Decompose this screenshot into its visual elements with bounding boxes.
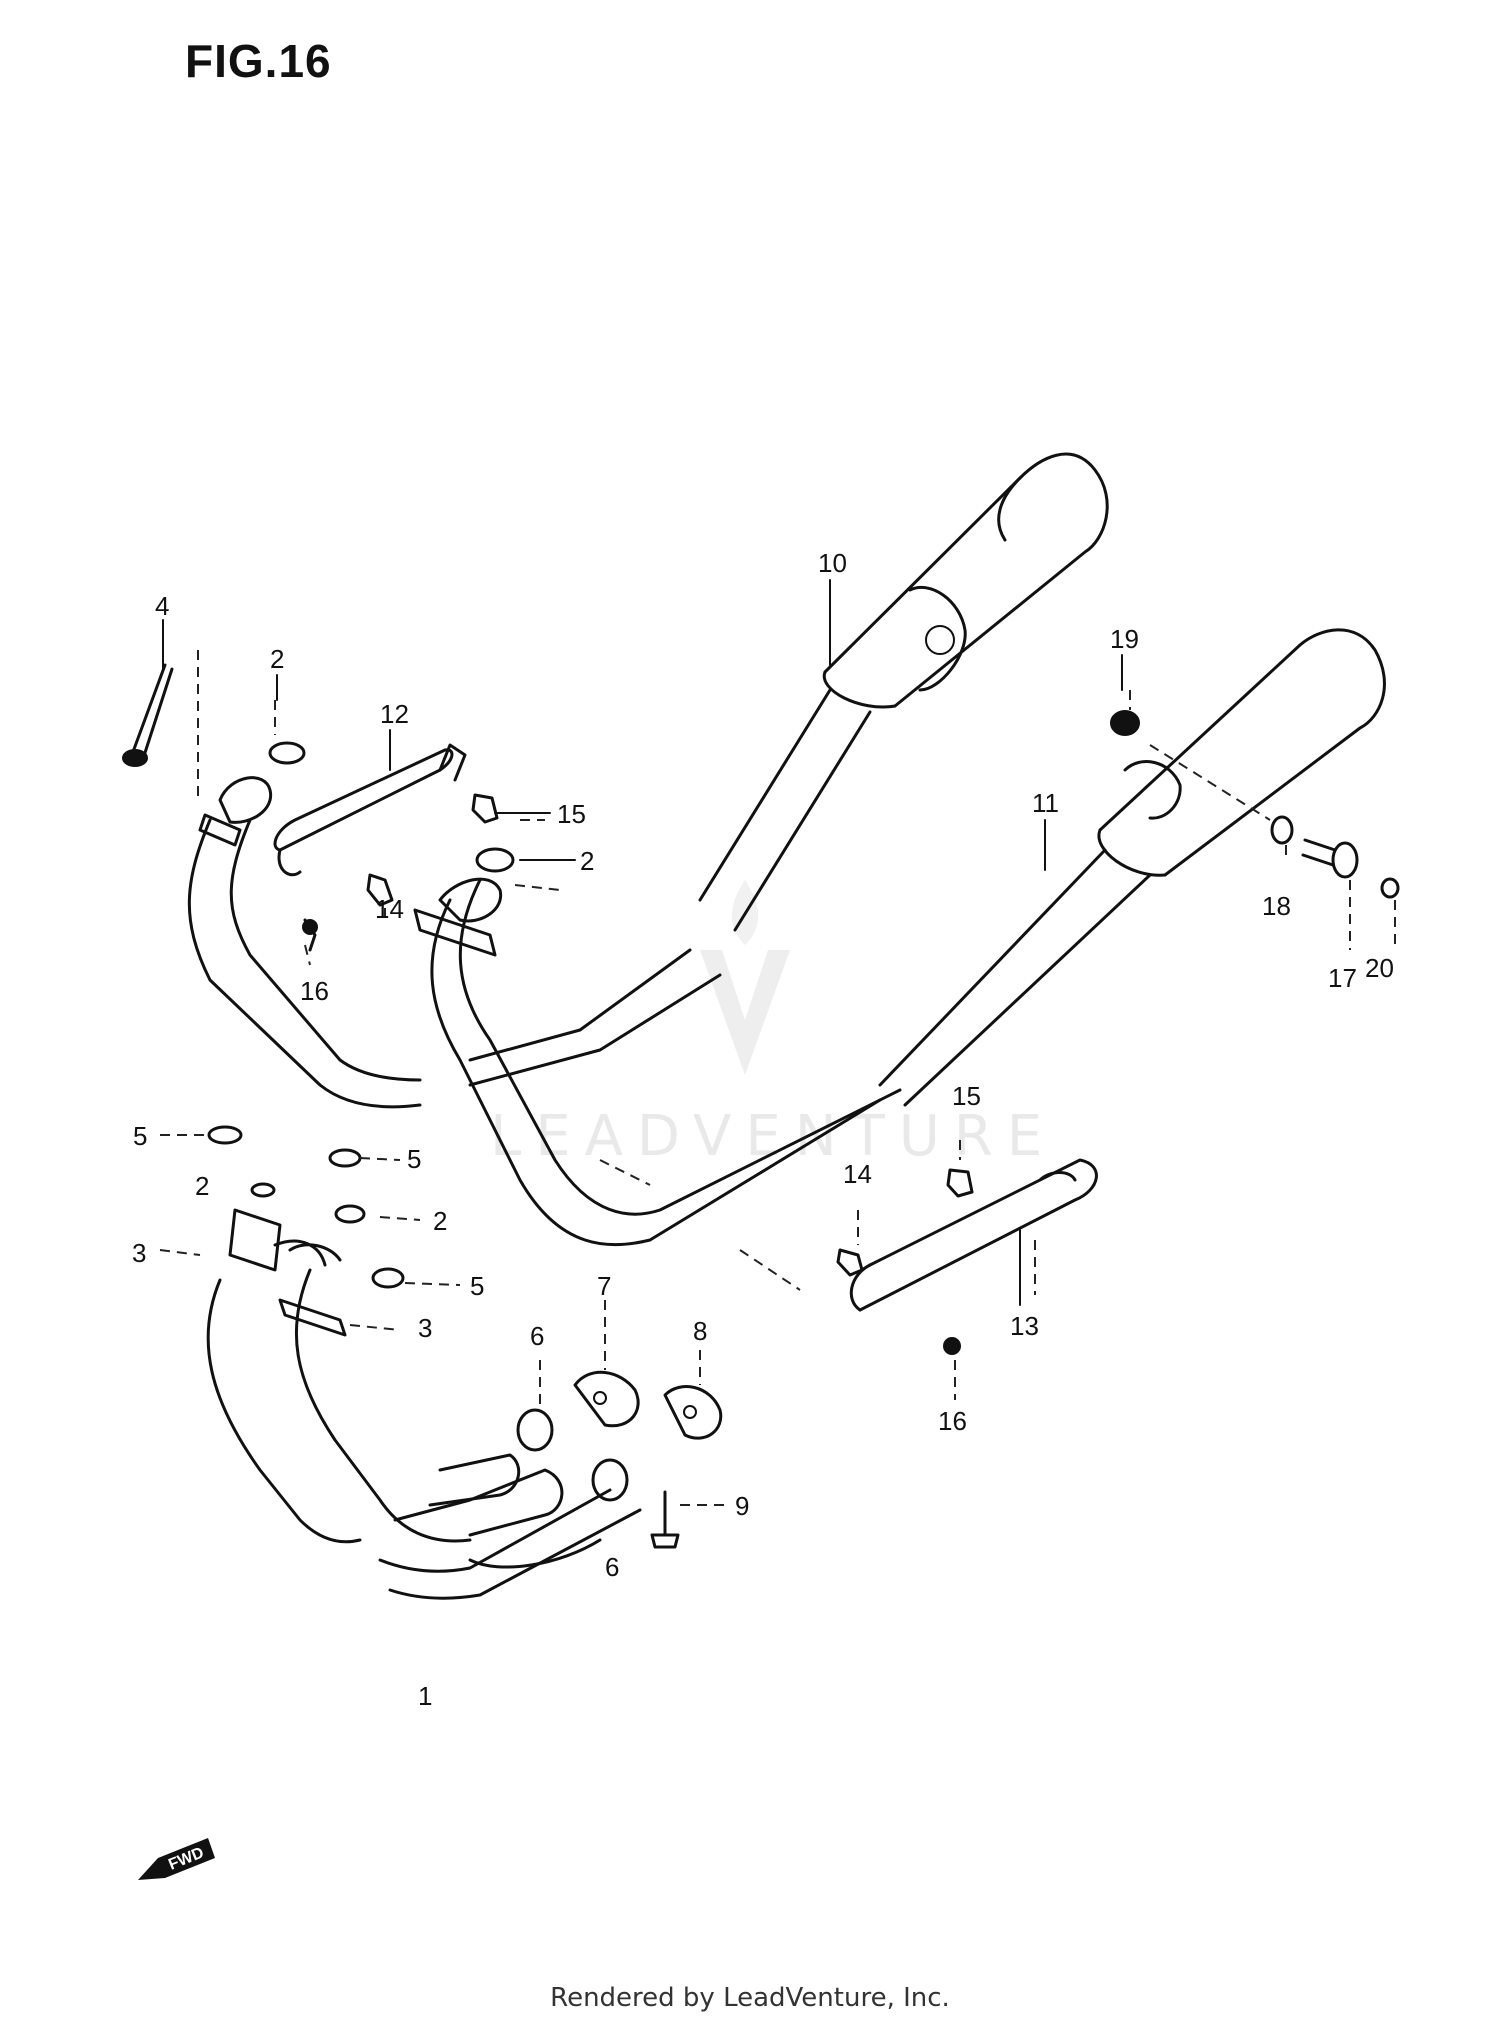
- callout-10: 10: [818, 548, 847, 578]
- clamp-5c: [371, 1267, 405, 1289]
- callout-3a: 3: [132, 1238, 146, 1268]
- callout-7: 7: [597, 1271, 611, 1301]
- callout-5a: 5: [133, 1121, 147, 1151]
- callout-2a: 2: [270, 644, 284, 674]
- flange-left: [198, 776, 273, 847]
- bolt-9: [650, 1490, 680, 1549]
- callout-4: 4: [155, 591, 169, 621]
- callout-5b: 5: [407, 1144, 421, 1174]
- gasket-top-2: [475, 847, 515, 873]
- callout-18: 18: [1262, 891, 1291, 921]
- flange-lower-right: [278, 1243, 347, 1337]
- callout-16b: 16: [938, 1406, 967, 1436]
- callout-3b: 3: [418, 1313, 432, 1343]
- clip-14-lower: [836, 1248, 864, 1277]
- watermark-text: LEADVENTURE: [490, 1104, 1056, 1169]
- bracket-8: [663, 1385, 723, 1440]
- callout-6a: 6: [530, 1321, 544, 1351]
- callout-17: 17: [1328, 963, 1357, 993]
- muffler-lower: [878, 628, 1386, 1107]
- flange-lower-left: [228, 1208, 327, 1272]
- gasket-top-1: [268, 741, 306, 765]
- callout-2c: 2: [433, 1206, 447, 1236]
- callout-14a: 14: [375, 894, 404, 924]
- callout-2d: 2: [195, 1171, 209, 1201]
- connector-6b: [591, 1458, 629, 1502]
- reference-lines: [159, 650, 1396, 1506]
- watermark: LEADVENTURE: [490, 880, 1056, 1169]
- callout-15a: 15: [557, 799, 586, 829]
- bolt-4: [122, 663, 174, 767]
- connector-6a: [516, 1408, 554, 1452]
- fwd-arrow-icon: FWD: [138, 1838, 215, 1880]
- callout-numbers: 1 2 2 2 2 3 3 4 5 5 5 6 6 7 8 9 10 11 12…: [132, 548, 1394, 1711]
- gasket-2c: [334, 1204, 366, 1224]
- callout-11: 11: [1032, 788, 1059, 818]
- crossover-bracket: [273, 743, 467, 877]
- screw-16-lower: [943, 1337, 961, 1355]
- clamp-5a: [207, 1125, 243, 1145]
- callout-1: 1: [418, 1681, 432, 1711]
- callout-15b: 15: [952, 1081, 981, 1111]
- exhaust-pipes: [187, 818, 902, 1600]
- flange-right: [413, 877, 503, 957]
- heat-shield: [849, 1158, 1098, 1312]
- leader-lines: [162, 579, 1123, 1306]
- callout-13: 13: [1010, 1311, 1039, 1341]
- callout-9: 9: [735, 1491, 749, 1521]
- muffler-upper: [698, 452, 1109, 932]
- callout-5c: 5: [470, 1271, 484, 1301]
- figure-title: FIG.16: [185, 35, 332, 87]
- washer-18: [1270, 815, 1294, 845]
- callout-19: 19: [1110, 624, 1139, 654]
- callout-20: 20: [1365, 953, 1394, 983]
- callout-8: 8: [693, 1316, 707, 1346]
- clamp-5b: [328, 1148, 362, 1168]
- clip-15-upper: [471, 793, 499, 824]
- footer-credit: Rendered by LeadVenture, Inc.: [550, 1983, 950, 2013]
- clip-14-upper: [366, 873, 394, 907]
- callout-12: 12: [380, 699, 409, 729]
- bracket-7: [573, 1370, 640, 1428]
- callout-16a: 16: [300, 976, 329, 1006]
- gasket-2d: [250, 1182, 276, 1198]
- screw-16-upper: [302, 918, 318, 952]
- nut-20: [1380, 877, 1400, 899]
- callout-2b: 2: [580, 846, 594, 876]
- callout-6b: 6: [605, 1552, 619, 1582]
- callout-14b: 14: [843, 1159, 872, 1189]
- nut-19: [1110, 710, 1140, 736]
- clip-15-lower: [946, 1168, 974, 1198]
- bolt-17: [1301, 838, 1359, 879]
